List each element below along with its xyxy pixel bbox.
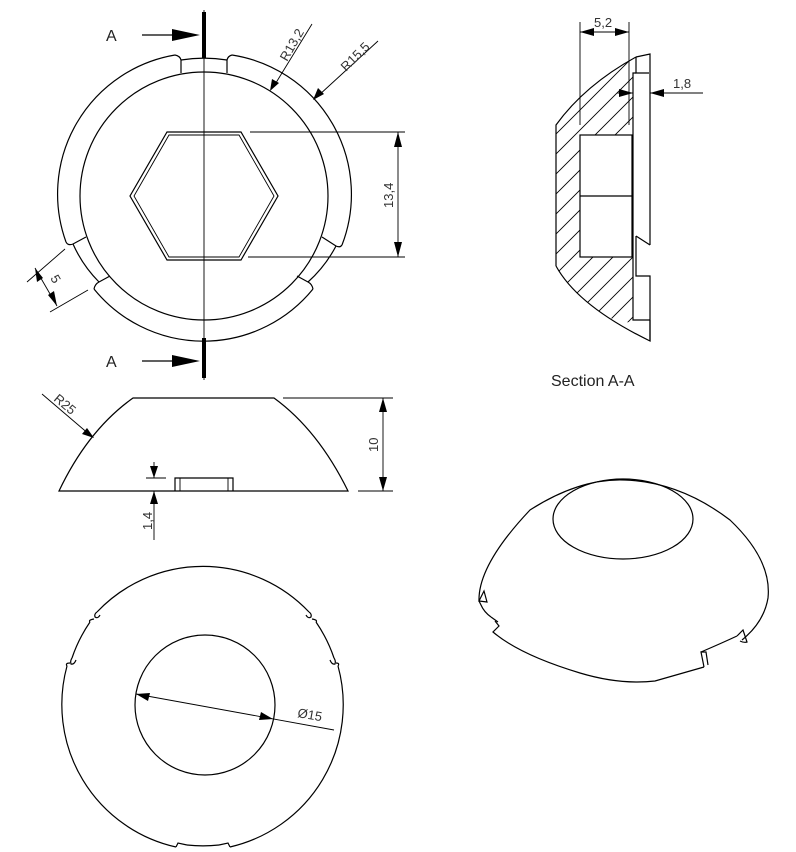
dim-hex-depth: 5,2 [579, 15, 630, 125]
hex-socket [129, 131, 279, 261]
dim-flat-diameter: Ø15 [135, 693, 335, 731]
top-flat-ellipse [552, 478, 694, 560]
svg-text:Ø15: Ø15 [296, 705, 323, 724]
section-marker-label: A [106, 354, 117, 371]
dim-height: 10 [283, 397, 393, 492]
outer-circle [96, 565, 310, 613]
base-notch [174, 477, 234, 491]
section-caption: Section A-A [551, 373, 635, 390]
svg-text:10: 10 [366, 438, 381, 452]
flat-face-circle [134, 634, 276, 776]
section-arrow-bottom: A [106, 354, 200, 371]
hex-socket-inner [133, 134, 275, 258]
svg-text:1,8: 1,8 [673, 76, 691, 91]
svg-text:R15,5: R15,5 [338, 39, 373, 74]
dim-wall: 1,8 [617, 76, 703, 97]
svg-text:R25: R25 [51, 391, 79, 418]
dim-sphere-radius: R25 [41, 391, 94, 438]
section-marker-label: A [106, 28, 117, 45]
side-view: R25 10 1,4 [41, 391, 393, 540]
dome-profile [58, 397, 349, 492]
bottom-view: Ø15 [61, 565, 344, 848]
isometric-view [478, 478, 769, 683]
dim-hex-across-flats: 13,4 [248, 131, 405, 258]
dim-outer-radius: R15,5 [313, 39, 379, 100]
top-view: A A R13,2 R15,5 13,4 [26, 10, 405, 380]
outer-ring-arc [93, 288, 314, 342]
section-view: 5,2 1,8 Section A-A [551, 15, 703, 390]
dim-inner-radius: R13,2 [270, 23, 313, 91]
dim-notch-depth: 1,4 [140, 462, 166, 540]
outer-ring-arc [231, 54, 352, 246]
hatching [556, 58, 652, 338]
svg-text:13,4: 13,4 [381, 183, 396, 208]
dim-notch-width: 5 [26, 248, 89, 313]
svg-text:5: 5 [47, 272, 64, 286]
section-outline [555, 56, 637, 266]
svg-text:5,2: 5,2 [594, 15, 612, 30]
dome-silhouette [478, 479, 769, 641]
svg-text:R13,2: R13,2 [277, 26, 307, 64]
section-arrow-top: A [106, 28, 200, 45]
svg-text:1,4: 1,4 [140, 512, 155, 530]
outer-ring-arc [56, 54, 176, 243]
